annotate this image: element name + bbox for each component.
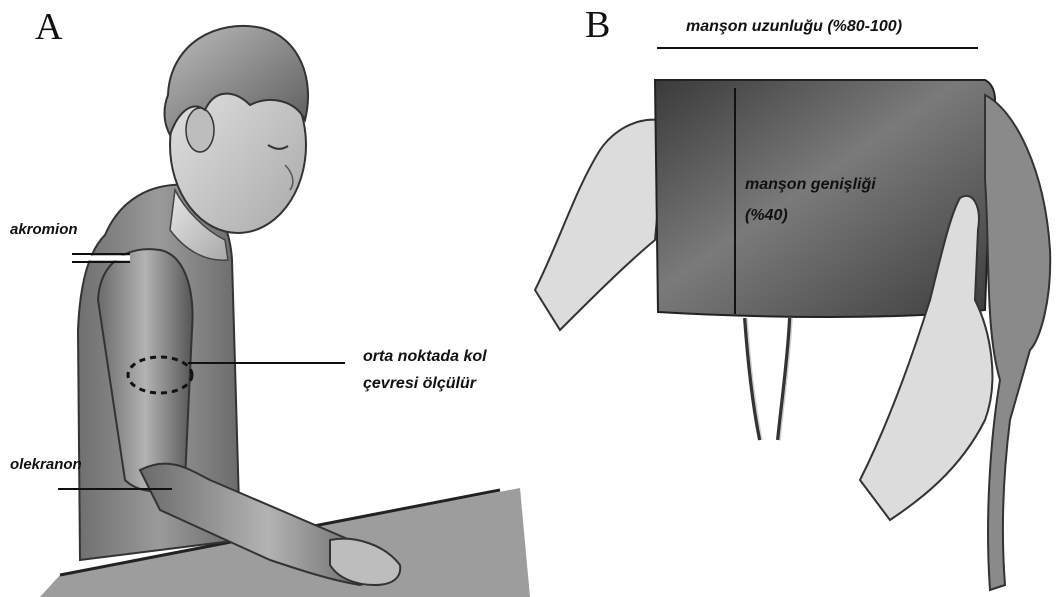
cuff-width-label-line1: manşon genişliği bbox=[745, 176, 876, 194]
ear bbox=[186, 108, 214, 152]
olekranon-label: olekranon bbox=[10, 456, 82, 473]
midpoint-label-line2: çevresi ölçülür bbox=[363, 375, 476, 393]
akromion-label: akromion bbox=[10, 221, 78, 238]
cuff-wrap bbox=[985, 95, 1050, 590]
cuff-length-label: manşon uzunluğu (%80-100) bbox=[686, 18, 902, 36]
panel-b-illustration bbox=[535, 48, 1050, 590]
panel-a-illustration bbox=[40, 26, 530, 597]
midpoint-label-line1: orta noktada kol bbox=[363, 348, 487, 366]
panel-b-letter: B bbox=[585, 6, 610, 44]
panel-a-letter: A bbox=[35, 8, 62, 46]
cuff-width-label-line2: (%40) bbox=[745, 207, 788, 225]
